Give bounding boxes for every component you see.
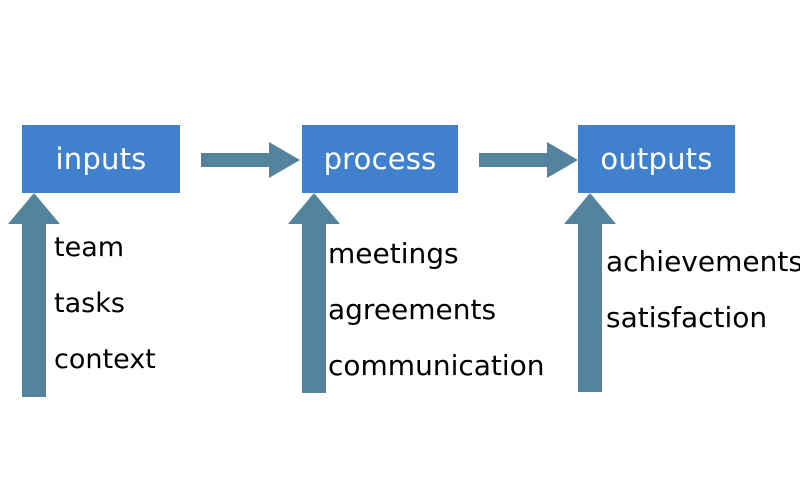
detail-list-process: meetings agreements communication: [328, 240, 545, 380]
detail-item: communication: [328, 349, 545, 382]
detail-item: meetings: [328, 237, 459, 270]
stage-box-outputs[interactable]: outputs: [578, 125, 735, 193]
stage-box-process[interactable]: process: [302, 125, 458, 193]
detail-item: tasks: [54, 288, 125, 319]
connector-arrow-process-to-outputs: [479, 142, 578, 178]
stage-label-inputs: inputs: [55, 141, 147, 176]
feeder-arrow-outputs: [564, 193, 616, 392]
detail-list-outputs: achievements satisfaction: [606, 248, 800, 332]
stage-label-process: process: [323, 141, 437, 176]
detail-item: agreements: [328, 293, 497, 326]
stage-box-inputs[interactable]: inputs: [22, 125, 180, 193]
detail-item: achievements: [606, 245, 800, 278]
detail-item: satisfaction: [606, 301, 768, 334]
feeder-arrow-process: [288, 193, 340, 393]
detail-list-inputs: team tasks context: [54, 234, 156, 373]
detail-item: context: [54, 344, 156, 375]
connector-arrow-inputs-to-process: [201, 142, 300, 178]
feeder-arrow-inputs: [8, 193, 60, 397]
detail-item: team: [54, 232, 125, 263]
stage-label-outputs: outputs: [600, 141, 713, 176]
